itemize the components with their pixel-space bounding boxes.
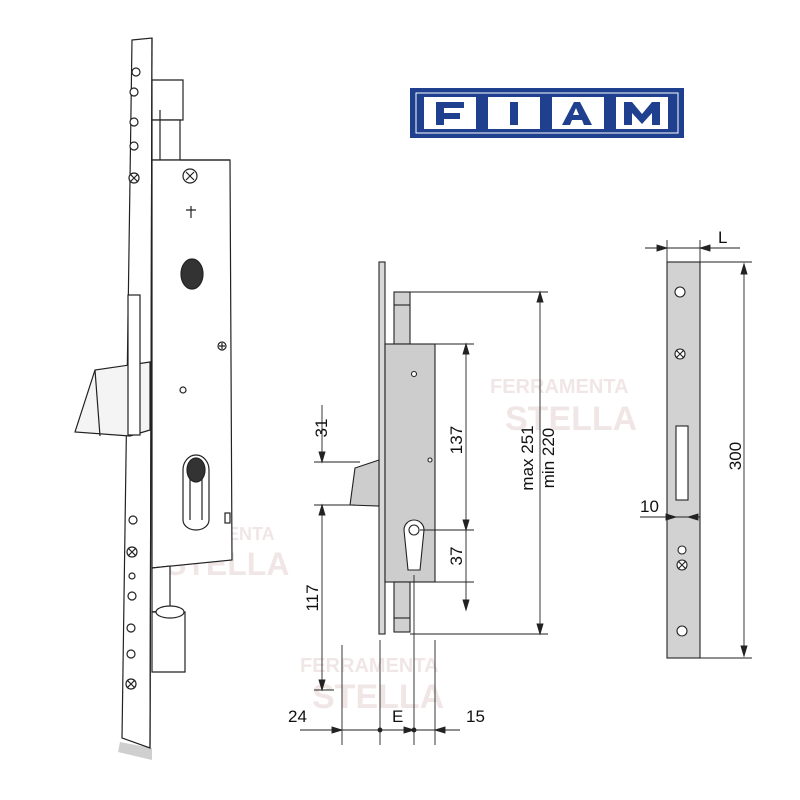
svg-text:STELLA: STELLA: [505, 400, 637, 438]
strike-dimension-lines: [640, 240, 752, 659]
dim-117: 117: [303, 584, 322, 611]
strike-slot: [675, 425, 689, 501]
lock-perspective-drawing: [74, 37, 233, 760]
dim-E: E: [392, 707, 403, 726]
dim-300: 300: [726, 442, 745, 470]
dim-15: 15: [466, 707, 485, 726]
spindle-hole: [180, 258, 204, 290]
top-bolt: [151, 79, 184, 121]
dim-31: 31: [312, 419, 331, 438]
svg-text:STELLA: STELLA: [312, 678, 444, 716]
strike-plate: [666, 261, 701, 659]
side-faceplate: [378, 261, 386, 635]
dim-L: L: [718, 228, 727, 247]
svg-text:FERRAMENTA: FERRAMENTA: [300, 655, 439, 677]
svg-text:FERRAMENTA: FERRAMENTA: [490, 376, 629, 398]
dim-24: 24: [288, 707, 307, 726]
dim-min: min 220: [539, 428, 558, 488]
bottom-bolt: [151, 565, 171, 613]
fiam-logo: [410, 88, 684, 138]
lock-side-view: [349, 261, 436, 635]
dim-max: max 251: [518, 425, 537, 490]
dim-10: 10: [640, 497, 659, 516]
faceplate-holes: [125, 67, 141, 690]
dim-137: 137: [447, 426, 466, 454]
side-view-dimension-lines: [300, 290, 548, 745]
dim-37: 37: [447, 547, 466, 566]
